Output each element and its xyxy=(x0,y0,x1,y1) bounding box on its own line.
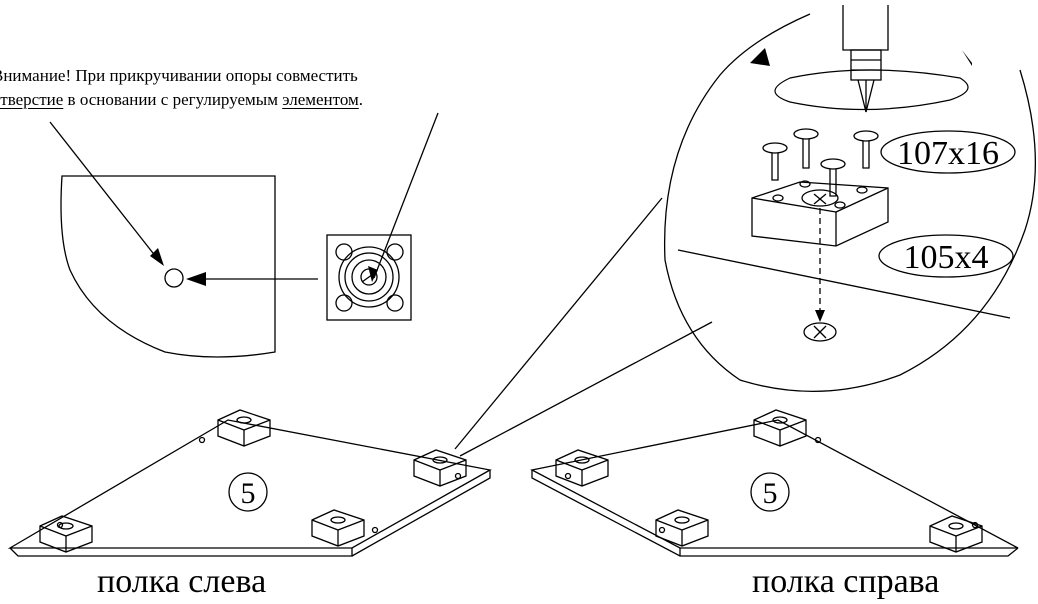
screws xyxy=(762,128,879,197)
shelf-left xyxy=(7,409,492,557)
screw-label-bubble xyxy=(880,130,1016,174)
shelf-right-number: 5 xyxy=(763,477,778,510)
shelf-left-number-circle xyxy=(228,472,268,512)
foot-left-2 xyxy=(413,449,467,487)
note-hole-word: отверстие xyxy=(0,90,64,109)
note-line-1: Внимание! При прикручивании опоры совмес… xyxy=(0,66,358,85)
foot-label: 105x4 xyxy=(904,239,989,276)
note-line-2: отверстие в основании с регулируемым эле… xyxy=(0,90,363,110)
foot-right-1 xyxy=(753,409,807,447)
note-leaders xyxy=(49,112,439,282)
caption-right-shelf: полка справа xyxy=(752,563,940,600)
foot-left-4 xyxy=(39,515,93,553)
shelf-left-number: 5 xyxy=(241,477,256,510)
detail-shelf-corner xyxy=(60,175,276,358)
shelf-right xyxy=(530,409,1019,557)
note-period: . xyxy=(358,90,364,109)
foot-block xyxy=(751,180,889,247)
shelf-right-number-circle xyxy=(750,472,790,512)
magnified-detail xyxy=(454,5,1037,457)
foot-label-bubble xyxy=(878,234,1014,278)
hole-marker xyxy=(164,268,184,288)
foot-right-3 xyxy=(655,509,709,547)
foot-left-3 xyxy=(311,509,365,547)
caption-left-shelf: полка слева xyxy=(97,563,267,600)
foot-right-4 xyxy=(929,515,983,553)
foot-right-2 xyxy=(555,449,609,487)
align-arrow xyxy=(186,272,318,286)
foot-plate-top-view xyxy=(326,234,412,321)
note-middle-text: в основании с регулируемым xyxy=(63,90,283,109)
foot-left-1 xyxy=(217,409,271,447)
note-element-word: элементом xyxy=(282,90,359,109)
screw-label: 107x16 xyxy=(897,135,999,172)
